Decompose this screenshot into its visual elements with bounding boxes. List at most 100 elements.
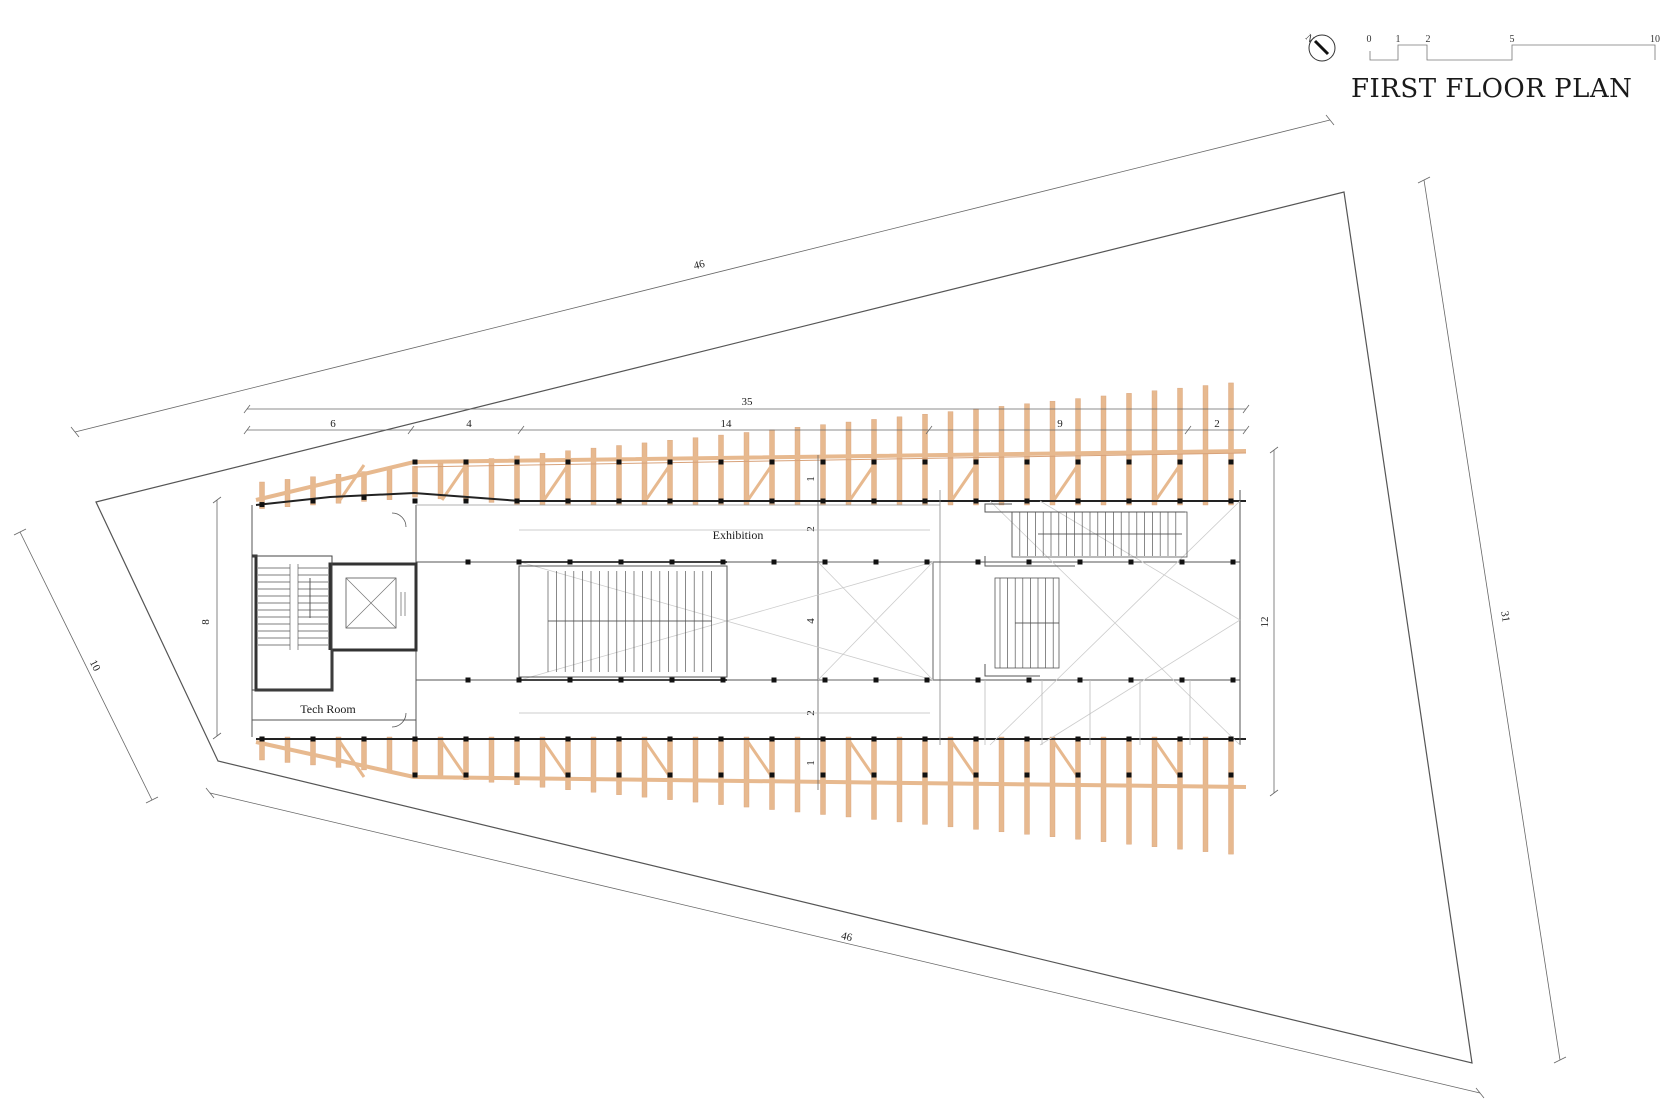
timber-rail — [413, 452, 1247, 468]
column — [259, 736, 265, 742]
column — [616, 772, 622, 778]
column — [1179, 559, 1185, 565]
column — [718, 736, 724, 742]
column — [616, 498, 622, 504]
column — [412, 498, 418, 504]
timber-louvre — [310, 476, 316, 506]
timber-louvre — [718, 434, 724, 506]
column — [871, 498, 877, 504]
page-title: FIRST FLOOR PLAN — [1351, 74, 1633, 104]
column — [771, 677, 777, 683]
room-label-exhibition: Exhibition — [713, 528, 764, 542]
column — [1075, 772, 1081, 778]
column — [1126, 459, 1132, 465]
timber-louvre — [1202, 736, 1209, 852]
column — [820, 736, 826, 742]
column — [361, 736, 367, 742]
column — [514, 736, 520, 742]
column — [463, 459, 469, 465]
timber-louvre — [259, 481, 265, 509]
timber-louvre — [1075, 736, 1081, 840]
timber-louvre — [641, 736, 648, 798]
scale-tick-1: 1 — [1396, 34, 1401, 45]
column — [567, 677, 573, 683]
column — [514, 459, 520, 465]
scale-tick-10: 10 — [1650, 34, 1660, 45]
timber-louvre — [488, 736, 495, 783]
dim-seg-5: 2 — [1214, 418, 1220, 430]
timber-louvre — [1100, 736, 1107, 842]
column — [412, 736, 418, 742]
column — [973, 459, 979, 465]
column — [820, 498, 826, 504]
column — [1228, 736, 1234, 742]
column — [618, 559, 624, 565]
main-stair — [518, 561, 728, 681]
timber-brace — [1154, 741, 1182, 778]
column — [720, 677, 726, 683]
column — [1126, 772, 1132, 778]
timber-louvre — [1100, 395, 1107, 506]
column — [667, 498, 673, 504]
column — [1075, 459, 1081, 465]
dim-site-top: 46 — [692, 258, 706, 272]
room-label-tech-room: Tech Room — [300, 702, 356, 716]
scale-tick-5: 5 — [1510, 34, 1515, 45]
main-stair-treads — [547, 571, 712, 672]
timber-brace — [644, 464, 672, 501]
timber-louvre — [718, 736, 724, 805]
column — [1228, 772, 1234, 778]
column — [412, 459, 418, 465]
column — [463, 498, 469, 504]
timber-louvre — [539, 736, 546, 788]
service-core — [251, 512, 418, 728]
column — [1026, 677, 1032, 683]
dim-seg-4: 9 — [1057, 418, 1063, 430]
column — [667, 772, 673, 778]
column — [412, 772, 418, 778]
timber-brace — [746, 741, 774, 778]
timber-louvre — [514, 455, 520, 505]
column — [667, 736, 673, 742]
column — [1228, 459, 1234, 465]
column — [310, 736, 316, 742]
column — [565, 498, 571, 504]
dim-seg-1: 6 — [330, 418, 336, 430]
column — [1075, 498, 1081, 504]
column — [820, 772, 826, 778]
column — [871, 736, 877, 742]
timber-louvre — [794, 736, 801, 813]
column — [718, 772, 724, 778]
timber-louvre — [896, 736, 903, 823]
dim-bay-top: 1 — [805, 476, 817, 482]
column — [720, 559, 726, 565]
column — [669, 559, 675, 565]
timber-louvre — [565, 736, 571, 790]
column — [873, 677, 879, 683]
column — [718, 459, 724, 465]
timber-louvre — [1126, 736, 1132, 845]
timber-louvre — [412, 736, 418, 776]
column — [973, 736, 979, 742]
timber-louvre — [1126, 393, 1132, 506]
column — [822, 677, 828, 683]
timber-louvre — [692, 437, 699, 506]
timber-louvre — [1177, 736, 1183, 850]
timber-louvre — [743, 432, 750, 506]
column — [1024, 498, 1030, 504]
timber-brace — [440, 464, 468, 501]
column — [922, 459, 928, 465]
timber-louvre — [361, 471, 367, 502]
column — [1075, 736, 1081, 742]
dim-hall-width: 12 — [1259, 617, 1271, 628]
timber-louvre — [973, 408, 979, 506]
timber-louvre — [922, 736, 928, 825]
column — [1177, 736, 1183, 742]
column — [565, 736, 571, 742]
dim-overall-length: 35 — [742, 396, 754, 408]
timber-brace — [848, 741, 876, 778]
dim-core-width: 8 — [200, 619, 212, 625]
column — [516, 677, 522, 683]
column — [1177, 772, 1183, 778]
dim-seg-3: 14 — [721, 418, 733, 430]
